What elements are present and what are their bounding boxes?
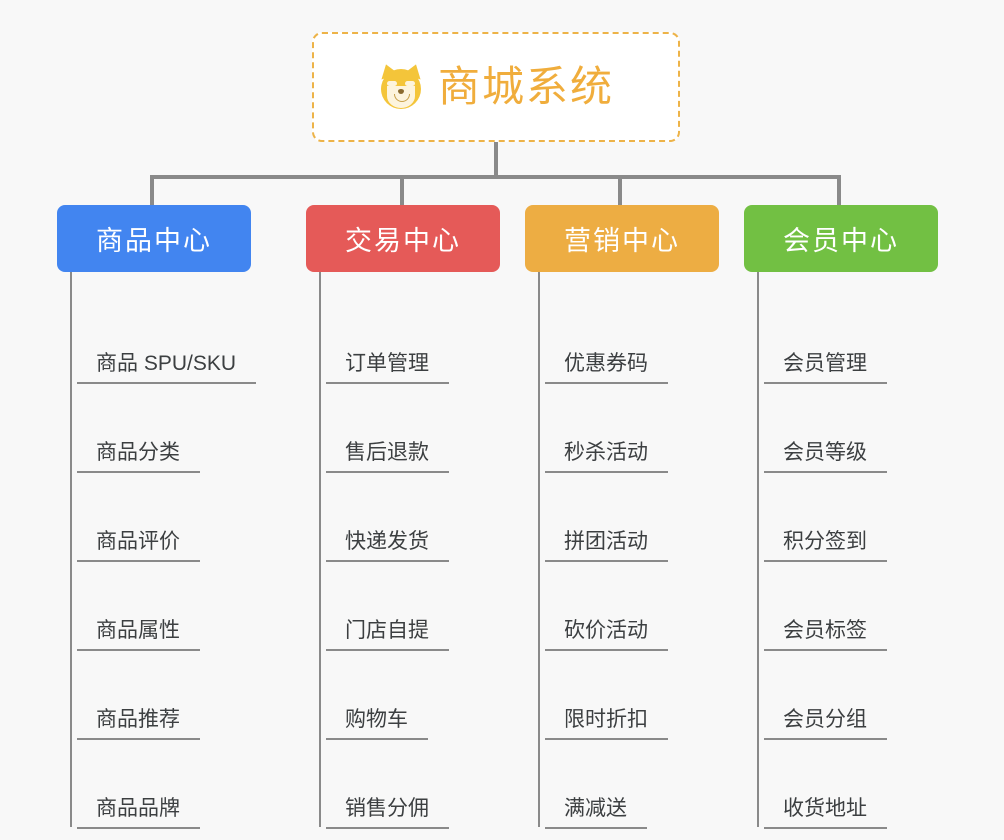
branch-header-4[interactable]: 会员中心: [744, 205, 938, 272]
list-item-label: 商品属性: [77, 620, 200, 651]
branch-trunk-4: [757, 272, 759, 827]
root-title: 商城系统: [437, 63, 614, 110]
list-item[interactable]: 优惠券码: [538, 295, 719, 384]
list-item[interactable]: 限时折扣: [538, 651, 719, 740]
list-item-label: 秒杀活动: [545, 442, 668, 473]
list-item[interactable]: 满减送: [538, 740, 719, 829]
list-item-label: 商品 SPU/SKU: [77, 353, 257, 384]
list-item[interactable]: 门店自提: [319, 562, 500, 651]
branch-trunk-1: [70, 272, 72, 827]
connector-root-stem: [494, 142, 498, 178]
list-item[interactable]: 销售分佣: [319, 740, 500, 829]
list-item[interactable]: 商品品牌: [70, 740, 251, 829]
branch-header-2[interactable]: 交易中心: [306, 205, 500, 272]
list-item[interactable]: 商品分类: [70, 384, 251, 473]
list-item-label: 快递发货: [326, 531, 449, 562]
branch-header-label: 交易中心: [345, 226, 461, 256]
connector-drop-4: [837, 175, 841, 205]
list-item-label: 拼团活动: [545, 531, 668, 562]
list-item-label: 会员标签: [764, 620, 887, 651]
branch-items-2: 订单管理 售后退款 快递发货 门店自提 购物车 销售分佣: [319, 272, 500, 829]
list-item-label: 积分签到: [764, 531, 887, 562]
branch-header-label: 商品中心: [96, 226, 212, 256]
list-item-label: 满减送: [545, 798, 647, 829]
list-item-label: 会员等级: [764, 442, 887, 473]
list-item[interactable]: 砍价活动: [538, 562, 719, 651]
list-item-label: 商品推荐: [77, 709, 200, 740]
list-item[interactable]: 售后退款: [319, 384, 500, 473]
branch-items-4: 会员管理 会员等级 积分签到 会员标签 会员分组 收货地址: [757, 272, 938, 829]
list-item-label: 会员管理: [764, 353, 887, 384]
branch-column-2: 交易中心 订单管理 售后退款 快递发货 门店自提 购物车 销售分佣: [306, 205, 500, 829]
list-item-label: 销售分佣: [326, 798, 449, 829]
list-item[interactable]: 积分签到: [757, 473, 938, 562]
list-item[interactable]: 秒杀活动: [538, 384, 719, 473]
list-item[interactable]: 会员等级: [757, 384, 938, 473]
list-item[interactable]: 订单管理: [319, 295, 500, 384]
list-item[interactable]: 收货地址: [757, 740, 938, 829]
branch-trunk-3: [538, 272, 540, 827]
branch-column-1: 商品中心 商品 SPU/SKU 商品分类 商品评价 商品属性 商品推荐 商品品牌: [57, 205, 257, 829]
branch-header-label: 会员中心: [783, 226, 899, 256]
list-item[interactable]: 会员管理: [757, 295, 938, 384]
root-node[interactable]: 商城系统: [312, 32, 680, 142]
branch-trunk-2: [319, 272, 321, 827]
list-item-label: 砍价活动: [545, 620, 668, 651]
list-item-label: 售后退款: [326, 442, 449, 473]
list-item[interactable]: 会员分组: [757, 651, 938, 740]
connector-drop-3: [618, 175, 622, 205]
list-item[interactable]: 会员标签: [757, 562, 938, 651]
list-item[interactable]: 商品 SPU/SKU: [70, 295, 257, 384]
list-item-label: 商品评价: [77, 531, 200, 562]
list-item[interactable]: 快递发货: [319, 473, 500, 562]
branch-header-1[interactable]: 商品中心: [57, 205, 251, 272]
list-item-label: 优惠券码: [545, 353, 668, 384]
list-item-label: 门店自提: [326, 620, 449, 651]
connector-drop-2: [400, 175, 404, 205]
branch-items-1: 商品 SPU/SKU 商品分类 商品评价 商品属性 商品推荐 商品品牌: [70, 272, 257, 829]
list-item-label: 收货地址: [764, 798, 887, 829]
connector-drop-1: [150, 175, 154, 205]
branch-header-label: 营销中心: [564, 226, 680, 256]
connector-horizontal-bus: [150, 175, 840, 179]
list-item-label: 商品分类: [77, 442, 200, 473]
list-item-label: 限时折扣: [545, 709, 668, 740]
list-item-label: 购物车: [326, 709, 428, 740]
list-item-label: 会员分组: [764, 709, 887, 740]
list-item[interactable]: 商品评价: [70, 473, 251, 562]
branch-header-3[interactable]: 营销中心: [525, 205, 719, 272]
list-item[interactable]: 商品属性: [70, 562, 251, 651]
list-item[interactable]: 拼团活动: [538, 473, 719, 562]
branch-column-3: 营销中心 优惠券码 秒杀活动 拼团活动 砍价活动 限时折扣 满减送: [525, 205, 719, 829]
list-item-label: 订单管理: [326, 353, 449, 384]
shiba-dog-face-icon: [377, 61, 425, 110]
list-item-label: 商品品牌: [77, 798, 200, 829]
branch-items-3: 优惠券码 秒杀活动 拼团活动 砍价活动 限时折扣 满减送: [538, 272, 719, 829]
list-item[interactable]: 购物车: [319, 651, 500, 740]
list-item[interactable]: 商品推荐: [70, 651, 251, 740]
branch-column-4: 会员中心 会员管理 会员等级 积分签到 会员标签 会员分组 收货地址: [744, 205, 938, 829]
